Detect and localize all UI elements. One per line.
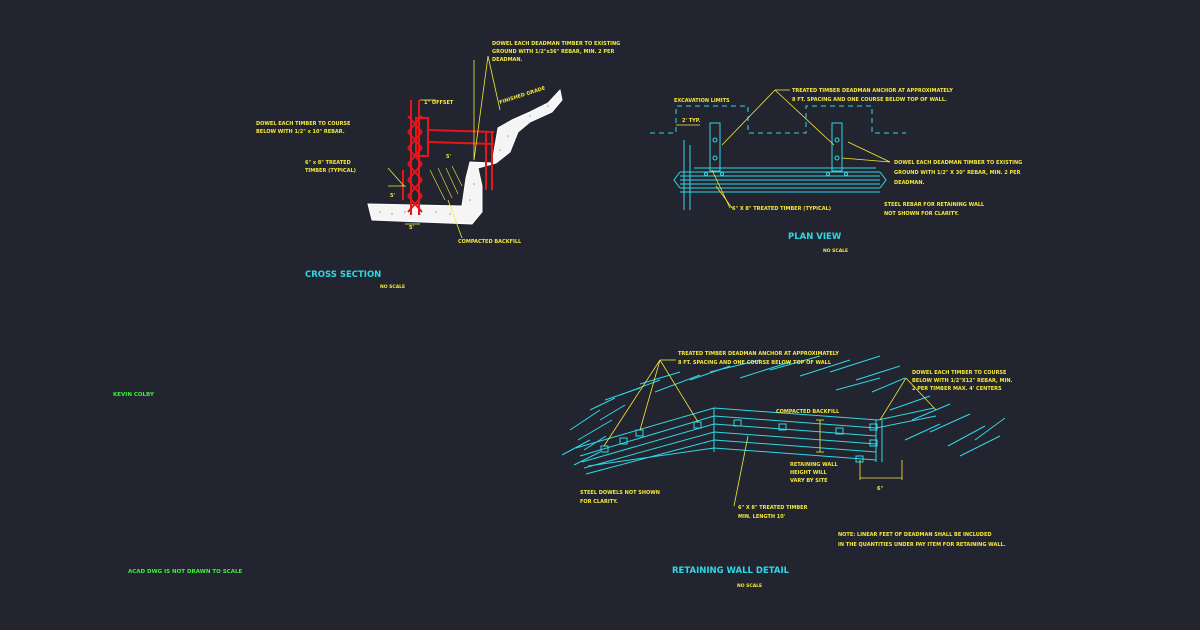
- plan-note-typ: 2' TYP.: [682, 118, 701, 124]
- plan-wall: [673, 122, 887, 210]
- plan-note-dowel-line3: DEADMAN.: [894, 180, 925, 186]
- detail-note-anchor-line1: TREATED TIMBER DEADMAN ANCHOR AT APPROXI…: [678, 351, 839, 357]
- detail-note-dowel-line1: DOWEL EACH TIMBER TO COURSE: [912, 370, 1007, 376]
- detail-note-height-line3: VARY BY SITE: [790, 478, 828, 484]
- detail-leaders: [603, 359, 937, 507]
- retaining-wall-detail-drawing: TREATED TIMBER DEADMAN ANCHOR AT APPROXI…: [561, 351, 1013, 589]
- detail-dim-6: 6": [877, 486, 883, 492]
- plan-note-timber: 6" X 8" TREATED TIMBER (TYPICAL): [732, 206, 831, 212]
- cs-dim-5a: 5': [446, 154, 451, 160]
- cs-dim-5c: 5': [409, 225, 414, 231]
- cs-note-compacted: COMPACTED BACKFILL: [458, 239, 522, 245]
- detail-note-height-line1: RETAINING WALL: [790, 462, 838, 468]
- retaining-wall-detail-title: RETAINING WALL DETAIL: [672, 566, 790, 576]
- plan-note-excavation: EXCAVATION LIMITS: [674, 98, 730, 104]
- excavation-limits: [650, 105, 906, 134]
- cs-note-finished-grade: FINISHED GRADE: [499, 85, 547, 106]
- cross-section-drawing: DOWEL EACH DEADMAN TIMBER TO EXISTING GR…: [256, 41, 620, 290]
- cross-section-title: CROSS SECTION: [305, 270, 381, 280]
- cross-section-scale: NO SCALE: [380, 284, 405, 290]
- plan-note-anchor-line2: 8 FT. SPACING AND ONE COURSE BELOW TOP O…: [792, 97, 947, 103]
- scale-disclaimer: ACAD DWG IS NOT DRAWN TO SCALE: [128, 569, 242, 575]
- earth-hatch: [561, 355, 1006, 466]
- plan-view-drawing: EXCAVATION LIMITS 2' TYP. TREATED TIMBER…: [650, 88, 1022, 254]
- cs-note-dowel-timber-line1: DOWEL EACH DEADMAN TIMBER TO EXISTING: [492, 41, 620, 47]
- plan-leaders: [676, 89, 891, 209]
- detail-note-compacted: COMPACTED BACKFILL: [776, 409, 840, 415]
- cs-note-treated-line2: TIMBER (TYPICAL): [305, 168, 356, 174]
- cs-dim-5b: 5': [390, 193, 395, 199]
- detail-note-dowel-line2: BELOW WITH 1/2"X12" REBAR, MIN.: [912, 378, 1013, 384]
- detail-note-steel-line1: STEEL DOWELS NOT SHOWN: [580, 490, 660, 496]
- detail-note-timber-line1: 6" X 8" TREATED TIMBER: [738, 505, 808, 511]
- cs-note-dowel-course-line2: BELOW WITH 1/2" x 10" REBAR.: [256, 129, 345, 135]
- plan-note-steel-line1: STEEL REBAR FOR RETAINING WALL: [884, 202, 985, 208]
- finished-grade-ground: [367, 88, 563, 225]
- plan-note-steel-line2: NOT SHOWN FOR CLARITY.: [884, 211, 959, 217]
- detail-note-anchor-line2: 8 FT. SPACING AND ONE COURSE BELOW TOP O…: [678, 360, 832, 366]
- timber-stack: [402, 100, 495, 215]
- wall-courses: [575, 407, 937, 475]
- cs-note-offset: 1" OFFSET: [424, 100, 454, 106]
- plan-note-dowel-line2: GROUND WITH 1/2" X 30" REBAR, MIN. 2 PER: [894, 170, 1021, 176]
- detail-note-timber-line2: MIN. LENGTH 10': [738, 514, 786, 520]
- cross-section-leaders: [387, 55, 501, 239]
- plan-note-anchor-line1: TREATED TIMBER DEADMAN ANCHOR AT APPROXI…: [792, 88, 953, 94]
- cs-note-treated-line1: 6" x 8" TREATED: [305, 160, 351, 166]
- detail-note-dowel-line3: 2 PER TIMBER MAX. 4' CENTERS: [912, 386, 1002, 392]
- plan-note-dowel-line1: DOWEL EACH DEADMAN TIMBER TO EXISTING: [894, 160, 1022, 166]
- retaining-wall-detail-scale: NO SCALE: [737, 583, 762, 589]
- detail-note-quantity-line2: IN THE QUANTITIES UNDER PAY ITEM FOR RET…: [838, 542, 1006, 548]
- cs-note-dowel-timber-line2: GROUND WITH 1/2"x36" REBAR, MIN. 2 PER: [492, 49, 614, 55]
- detail-note-height-line2: HEIGHT WILL: [790, 470, 827, 476]
- plan-view-scale: NO SCALE: [823, 248, 848, 254]
- plan-view-title: PLAN VIEW: [788, 232, 842, 242]
- cs-note-dowel-timber-line3: DEADMAN.: [492, 57, 523, 63]
- backfill-hatch: [429, 165, 463, 201]
- author-credit: KEVIN COLBY: [113, 392, 155, 398]
- cs-note-dowel-course-line1: DOWEL EACH TIMBER TO COURSE: [256, 121, 351, 127]
- detail-note-steel-line2: FOR CLARITY.: [580, 499, 618, 505]
- detail-note-quantity-line1: NOTE: LINEAR FEET OF DEADMAN SHALL BE IN…: [838, 532, 992, 538]
